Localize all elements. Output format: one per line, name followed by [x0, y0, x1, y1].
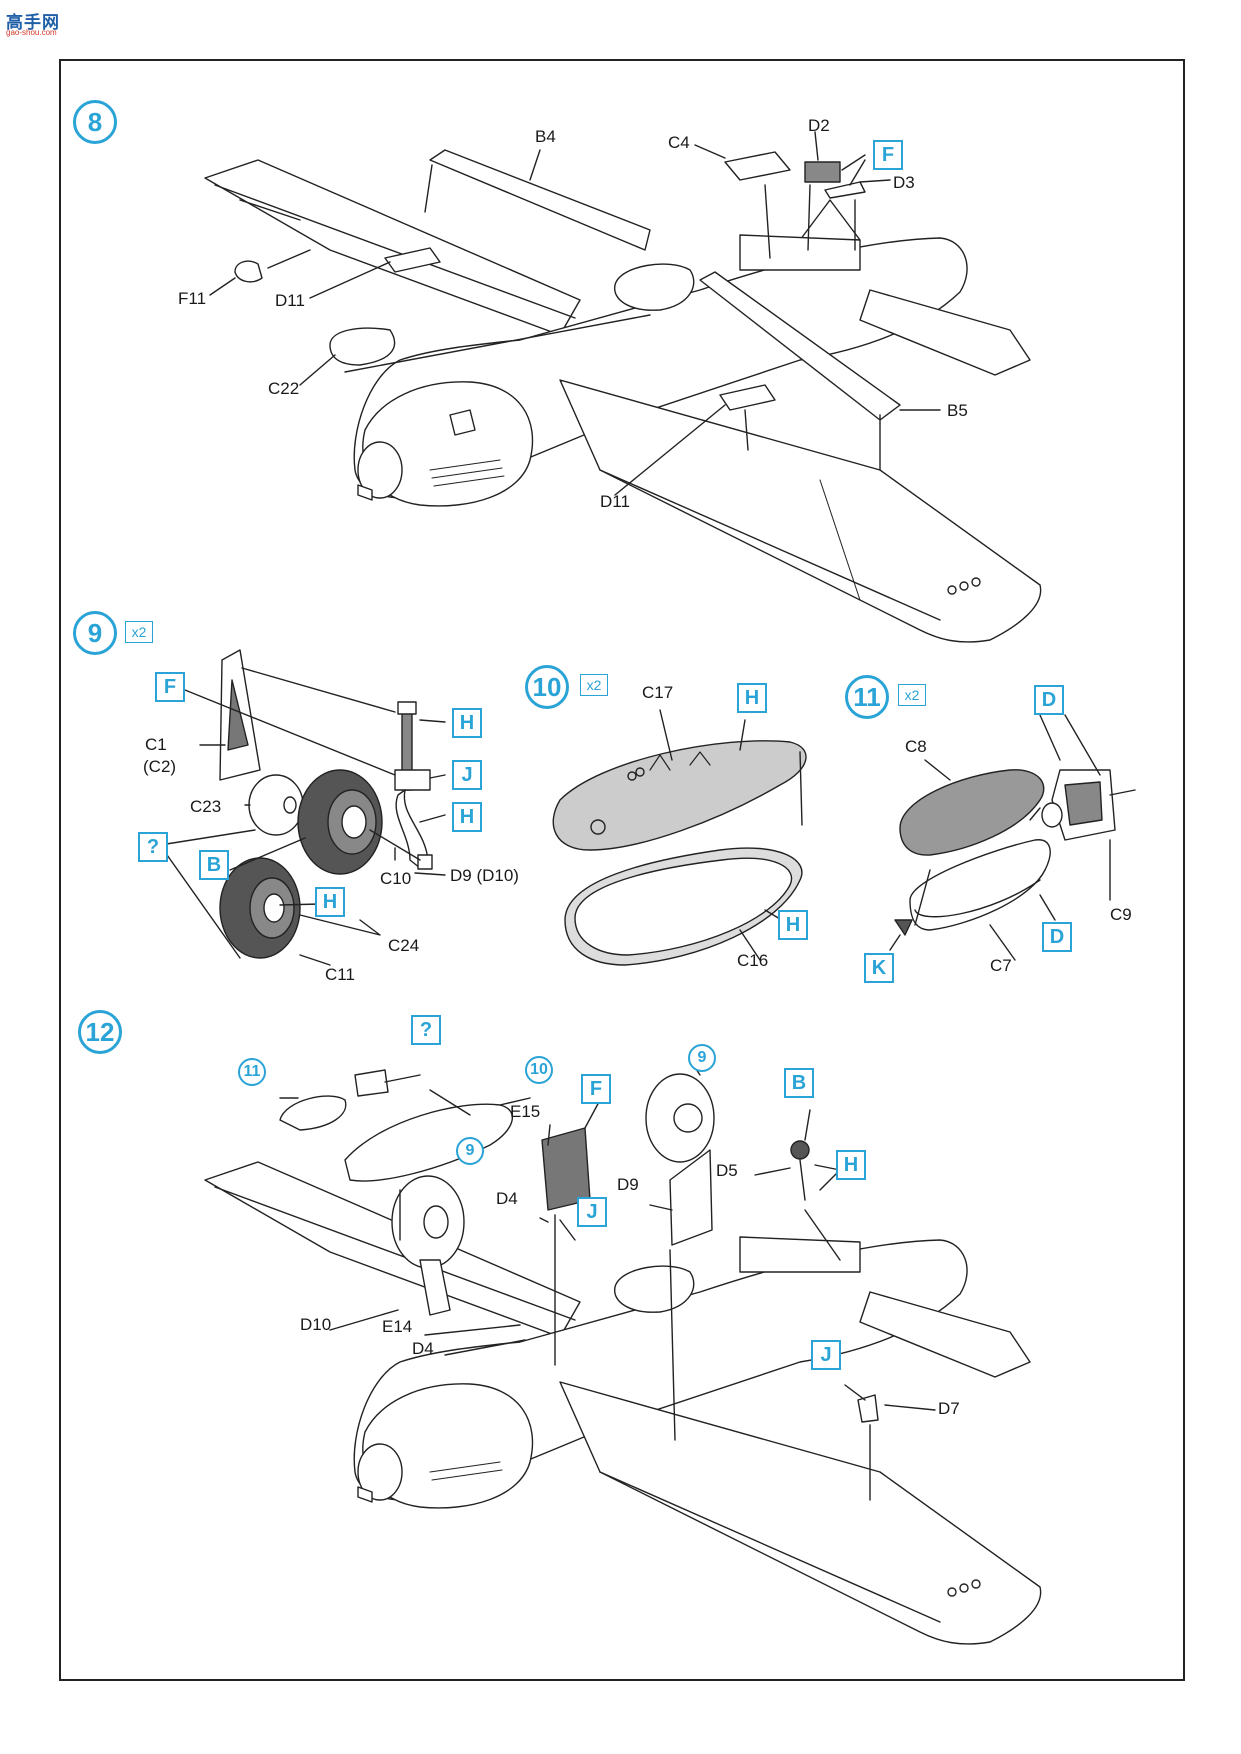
color-callout-j: J — [811, 1340, 841, 1370]
part-label-b4: B4 — [535, 127, 556, 146]
color-callout-h: H — [452, 708, 482, 738]
step10-tank-drawing — [552, 740, 807, 966]
step-11-badge: 11 — [845, 675, 889, 719]
part-label-c16: C16 — [737, 951, 769, 970]
color-callout-j: J — [577, 1197, 607, 1227]
color-callout-b: B — [784, 1068, 814, 1098]
part-label-d4-upper: D4 — [496, 1189, 518, 1208]
color-callout-h: H — [315, 887, 345, 917]
step-9-badge: 9 — [73, 611, 117, 655]
part-label-c10: C10 — [380, 869, 412, 888]
color-callout-h: H — [737, 683, 767, 713]
color-callout-f: F — [155, 672, 185, 702]
part-label-d4-lower: D4 — [412, 1339, 434, 1358]
part-label-c24: C24 — [388, 936, 420, 955]
part-label-b5: B5 — [947, 401, 968, 420]
step-9-number: 9 — [87, 618, 103, 648]
logo-url: gao-shou.com — [6, 28, 57, 37]
page-border — [59, 59, 1185, 1681]
step12-aircraft-drawing — [204, 1069, 1042, 1645]
step-8-number: 8 — [87, 107, 103, 137]
step-11-number: 11 — [853, 682, 881, 712]
part-label-d3: D3 — [893, 173, 915, 192]
part-label-c7: C7 — [990, 956, 1012, 975]
part-label-c2-alt: (C2) — [143, 757, 177, 776]
step9-gear-drawing — [184, 649, 433, 959]
step11-tank-rack-drawing — [894, 769, 1136, 936]
step-9-multiplier: x2 — [125, 621, 153, 643]
part-label-e15: E15 — [510, 1102, 541, 1121]
color-callout-unknown: ? — [411, 1015, 441, 1045]
part-label-c1: C1 — [145, 735, 167, 754]
color-callout-k: K — [864, 953, 894, 983]
part-label-e14: E14 — [382, 1317, 413, 1336]
logo-text: 高手网 — [6, 13, 60, 32]
step-10-number: 10 — [532, 672, 562, 702]
step-12-badge: 12 — [78, 1010, 122, 1054]
part-label-d10: D10 — [300, 1315, 332, 1334]
part-label-c23: C23 — [190, 797, 222, 816]
color-callout-d: D — [1042, 922, 1072, 952]
step-11-multiplier: x2 — [898, 684, 926, 706]
color-callout-j: J — [452, 760, 482, 790]
color-callout-h: H — [836, 1150, 866, 1180]
color-callout-h: H — [452, 802, 482, 832]
part-label-d9: D9 — [617, 1175, 639, 1194]
part-label-d11-upper: D11 — [275, 291, 305, 310]
part-label-c4: C4 — [668, 133, 690, 152]
part-label-c8: C8 — [905, 737, 927, 756]
part-label-d7: D7 — [938, 1399, 960, 1418]
step-12-number: 12 — [85, 1017, 115, 1047]
part-label-d5: D5 — [716, 1161, 738, 1180]
substep-9-ref-right: 9 — [688, 1044, 716, 1072]
part-label-c11: C11 — [325, 965, 355, 984]
part-label-d11-lower: D11 — [600, 492, 630, 511]
substep-10-ref: 10 — [525, 1056, 553, 1084]
step-10-badge: 10 — [525, 665, 569, 709]
substep-11-ref: 11 — [238, 1058, 266, 1086]
color-callout-h: H — [778, 910, 808, 940]
color-callout-f: F — [873, 140, 903, 170]
part-label-c9: C9 — [1110, 905, 1132, 924]
step8-aircraft-drawing — [204, 149, 1042, 643]
substep-9-ref-left: 9 — [456, 1137, 484, 1165]
site-logo: 高手网 gao-shou.com — [6, 8, 70, 38]
part-label-d9-d10: D9 (D10) — [450, 866, 519, 885]
part-label-f11: F11 — [178, 289, 207, 308]
color-callout-unknown: ? — [138, 832, 168, 862]
part-label-d2: D2 — [808, 116, 830, 135]
part-label-c17: C17 — [642, 683, 674, 702]
color-callout-f: F — [581, 1074, 611, 1104]
step-10-multiplier: x2 — [580, 674, 608, 696]
color-callout-d: D — [1034, 685, 1064, 715]
part-label-c22: C22 — [268, 379, 300, 398]
color-callout-b: B — [199, 850, 229, 880]
step-8-badge: 8 — [73, 100, 117, 144]
